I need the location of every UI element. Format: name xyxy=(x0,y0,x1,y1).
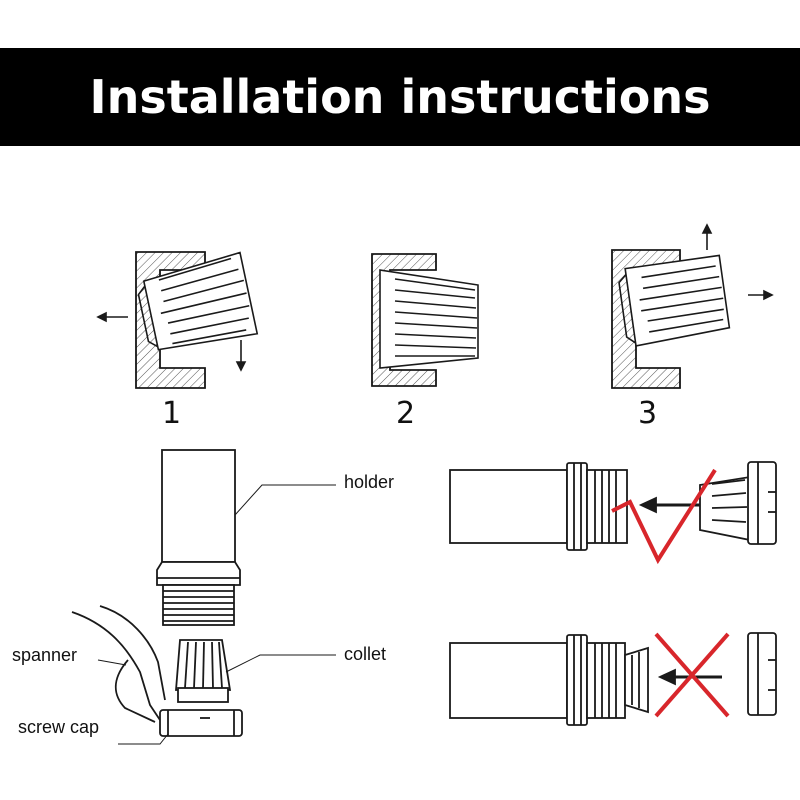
assembly-illustration xyxy=(71,449,243,737)
step-1-number: 1 xyxy=(162,396,182,431)
step-2-illustration xyxy=(371,253,479,387)
step-3-illustration xyxy=(611,223,774,389)
collet-label: collet xyxy=(344,644,387,664)
check-mark-icon xyxy=(611,468,717,565)
step-3-number: 3 xyxy=(638,396,658,431)
leader-lines xyxy=(97,484,336,745)
wrong-installation-illustration xyxy=(449,632,777,726)
holder-label: holder xyxy=(344,472,395,492)
step-2-number: 2 xyxy=(396,396,416,431)
title-banner xyxy=(0,48,800,146)
page-title: Installation instructions xyxy=(89,70,711,124)
cross-mark-icon xyxy=(654,632,730,718)
spanner-label: spanner xyxy=(12,645,78,665)
holder-shank xyxy=(161,449,236,563)
screw-cap-label: screw cap xyxy=(18,717,100,737)
screw-cap-body xyxy=(159,709,243,737)
step-1-illustration xyxy=(96,251,259,389)
correct-installation-illustration xyxy=(449,461,777,551)
